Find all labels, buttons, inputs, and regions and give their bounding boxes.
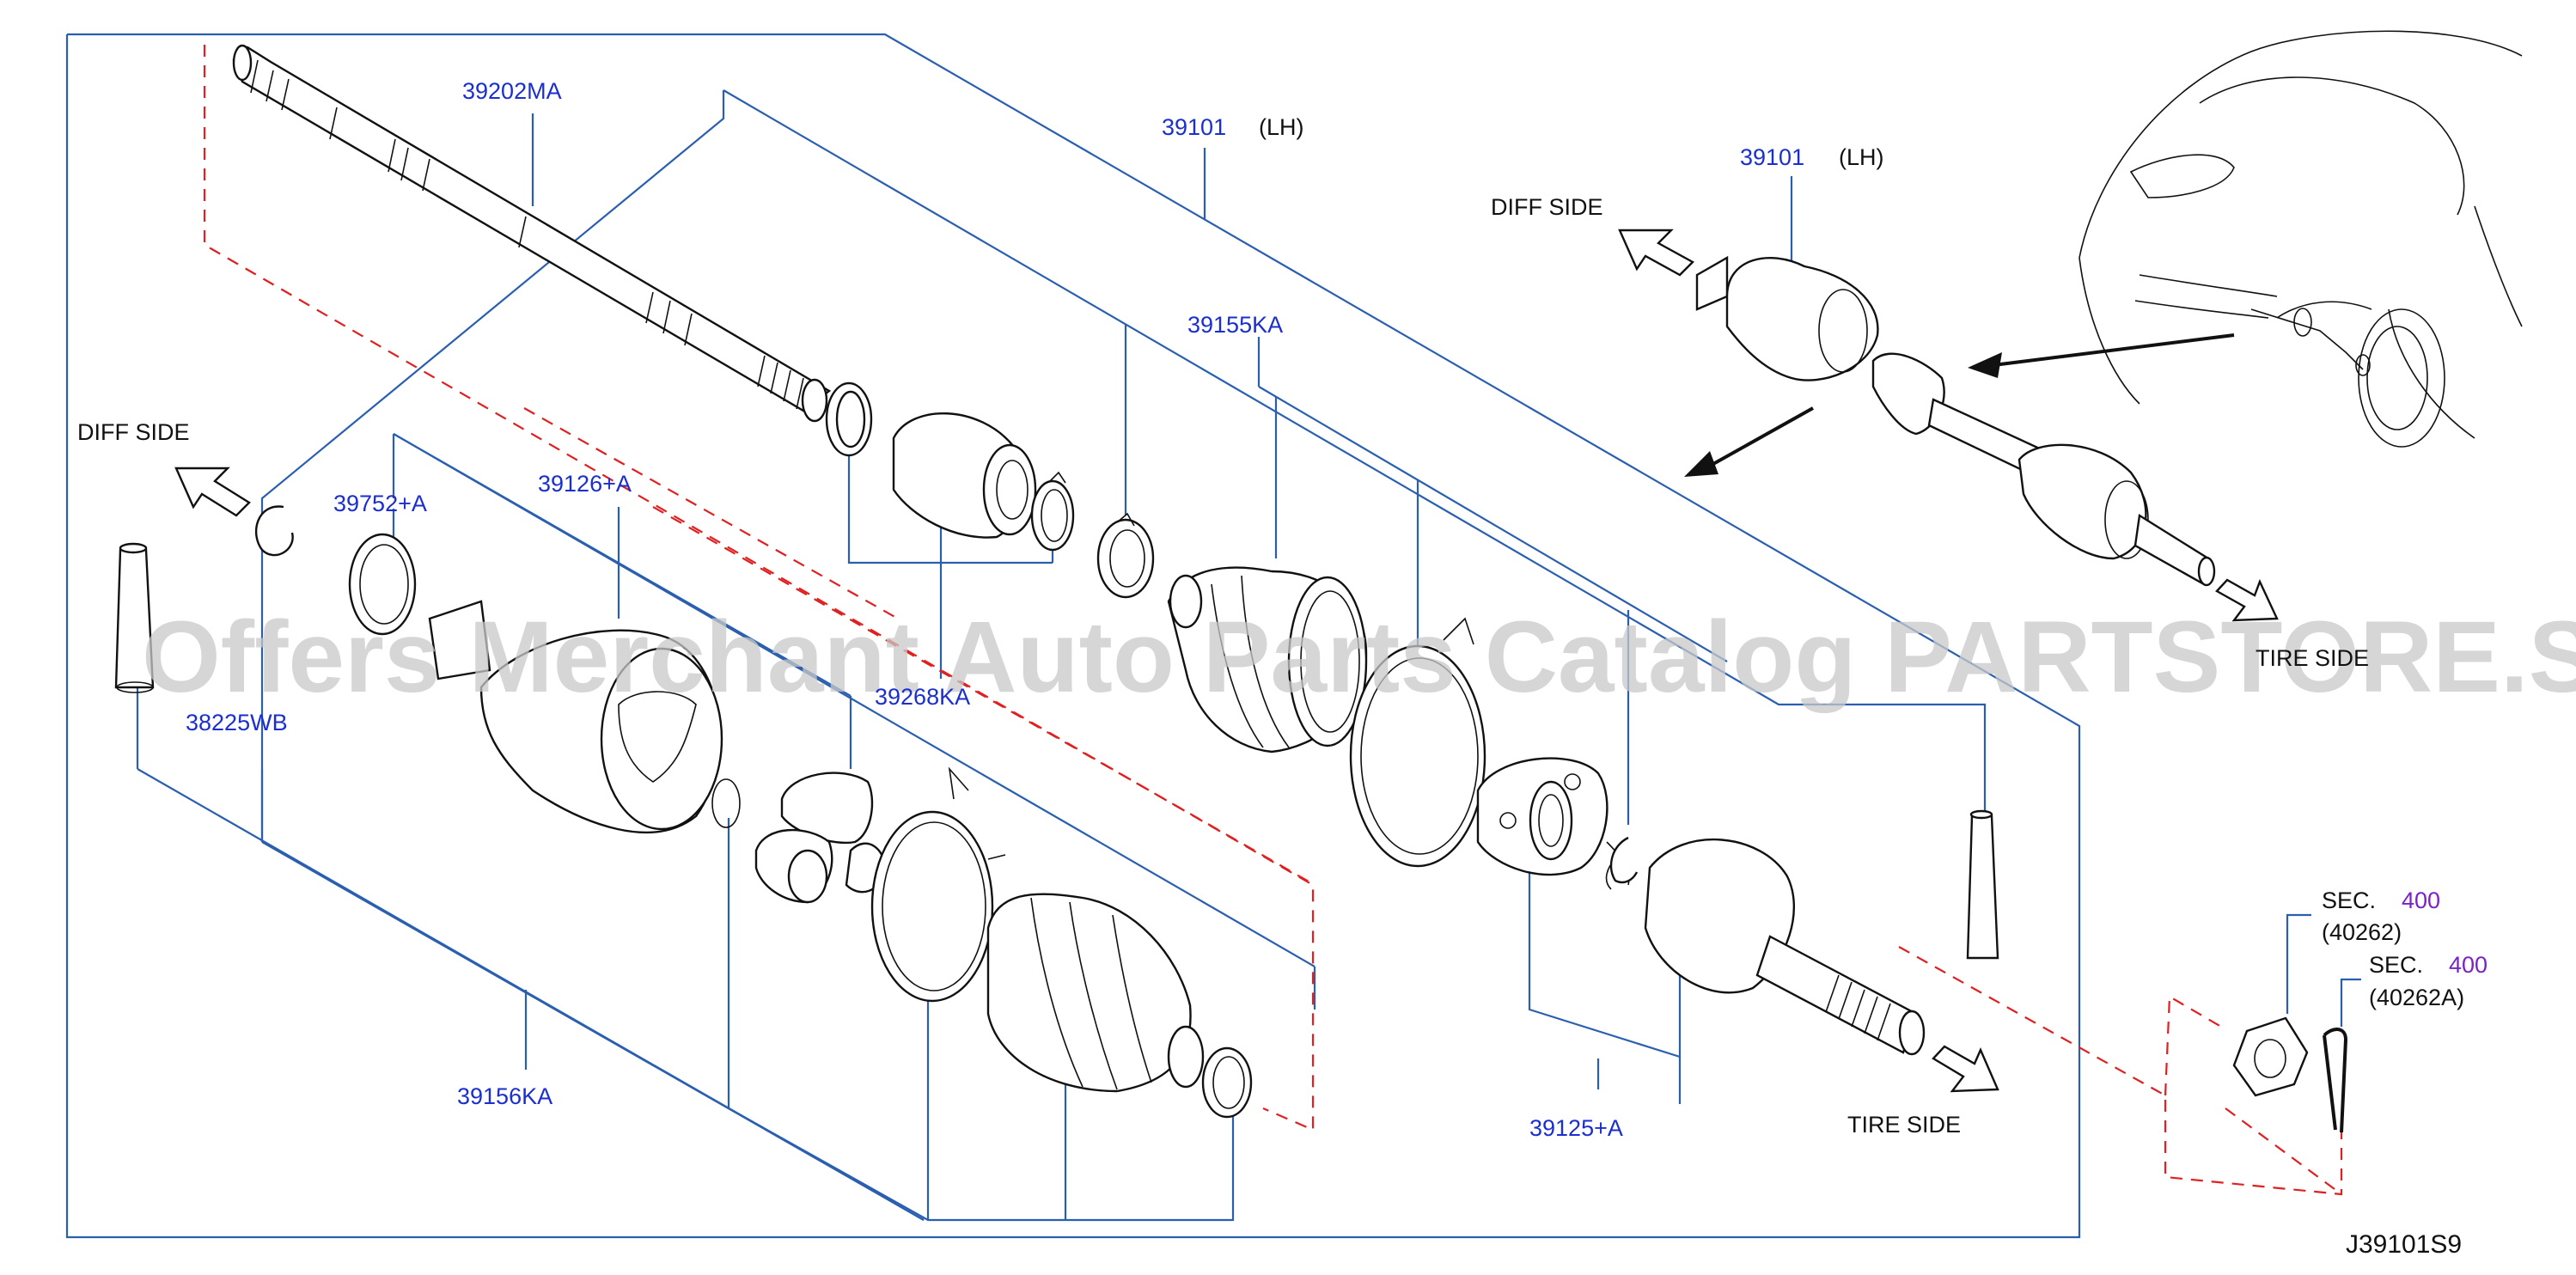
outer-joint-39125A [1476, 757, 1926, 1056]
spider-assembly [754, 772, 887, 904]
leader-lines [65, 33, 2361, 1239]
dashed-guide-lines [203, 45, 2343, 1196]
watermark-text: Offers Merchant Auto Parts Catalog PARTS… [142, 601, 2576, 714]
part-label-39101-inset[interactable]: 39101 [1740, 144, 1804, 170]
inner-boot-39268KA [825, 381, 1155, 599]
part-label-39156KA[interactable]: 39156KA [457, 1083, 552, 1109]
diff-side-label-inset: DIFF SIDE [1491, 194, 1603, 220]
tire-side-label-inset: TIRE SIDE [2256, 645, 2369, 671]
diff-side-label: DIFF SIDE [77, 419, 190, 445]
inset-pointer-arrows [1684, 333, 2235, 477]
part-label-39268KA[interactable]: 39268KA [875, 684, 970, 710]
outer-boot-39155KA [1167, 566, 1486, 868]
tube-38225WB [114, 542, 155, 693]
arrow-diff-side-inset [1618, 229, 1694, 277]
diagram-code: J39101S9 [2346, 1230, 2462, 1259]
side-label-lh: (LH) [1259, 114, 1304, 140]
housing-39126A [428, 600, 723, 834]
part-label-39125A[interactable]: 39125+A [1529, 1115, 1623, 1141]
inner-shaft-39202MA [232, 44, 832, 423]
part-label-38225WB[interactable]: 38225WB [186, 710, 288, 735]
inner-boot-bellows [986, 893, 1253, 1119]
cotter-pin-40262A [2323, 1028, 2348, 1133]
car-outline [2079, 30, 2523, 448]
side-label-lh-inset: (LH) [1839, 144, 1884, 170]
arrow-tire-side-main [1932, 1045, 1999, 1093]
sec-prefix-1: SEC. [2322, 888, 2376, 913]
sec-number-2[interactable]: 400 [2449, 952, 2487, 978]
part-label-39202MA[interactable]: 39202MA [462, 78, 562, 104]
snap-ring-small [711, 778, 741, 828]
tire-side-label: TIRE SIDE [1847, 1112, 1961, 1138]
tube-right [1966, 809, 1999, 960]
part-label-39752A[interactable]: 39752+A [333, 491, 427, 516]
inset-drive-shaft [1695, 255, 2216, 587]
arrow-tire-side-inset [2215, 578, 2279, 622]
snap-ring-outer [1609, 836, 1639, 884]
part-label-39101[interactable]: 39101 [1162, 114, 1226, 140]
sec-number-1[interactable]: 400 [2402, 888, 2440, 913]
snap-ring-left [254, 505, 294, 557]
part-label-39155KA[interactable]: 39155KA [1187, 312, 1283, 338]
sec-ref-40262: (40262) [2322, 919, 2402, 945]
nut-40262 [2232, 1016, 2309, 1097]
sec-prefix-2: SEC. [2369, 952, 2423, 978]
seal-39752A [348, 533, 417, 636]
sec-ref-40262A: (40262A) [2369, 985, 2464, 1010]
part-label-39126A[interactable]: 39126+A [538, 471, 632, 497]
arrow-diff-side-left [174, 467, 251, 517]
boot-band-39156KA [870, 766, 1006, 1003]
